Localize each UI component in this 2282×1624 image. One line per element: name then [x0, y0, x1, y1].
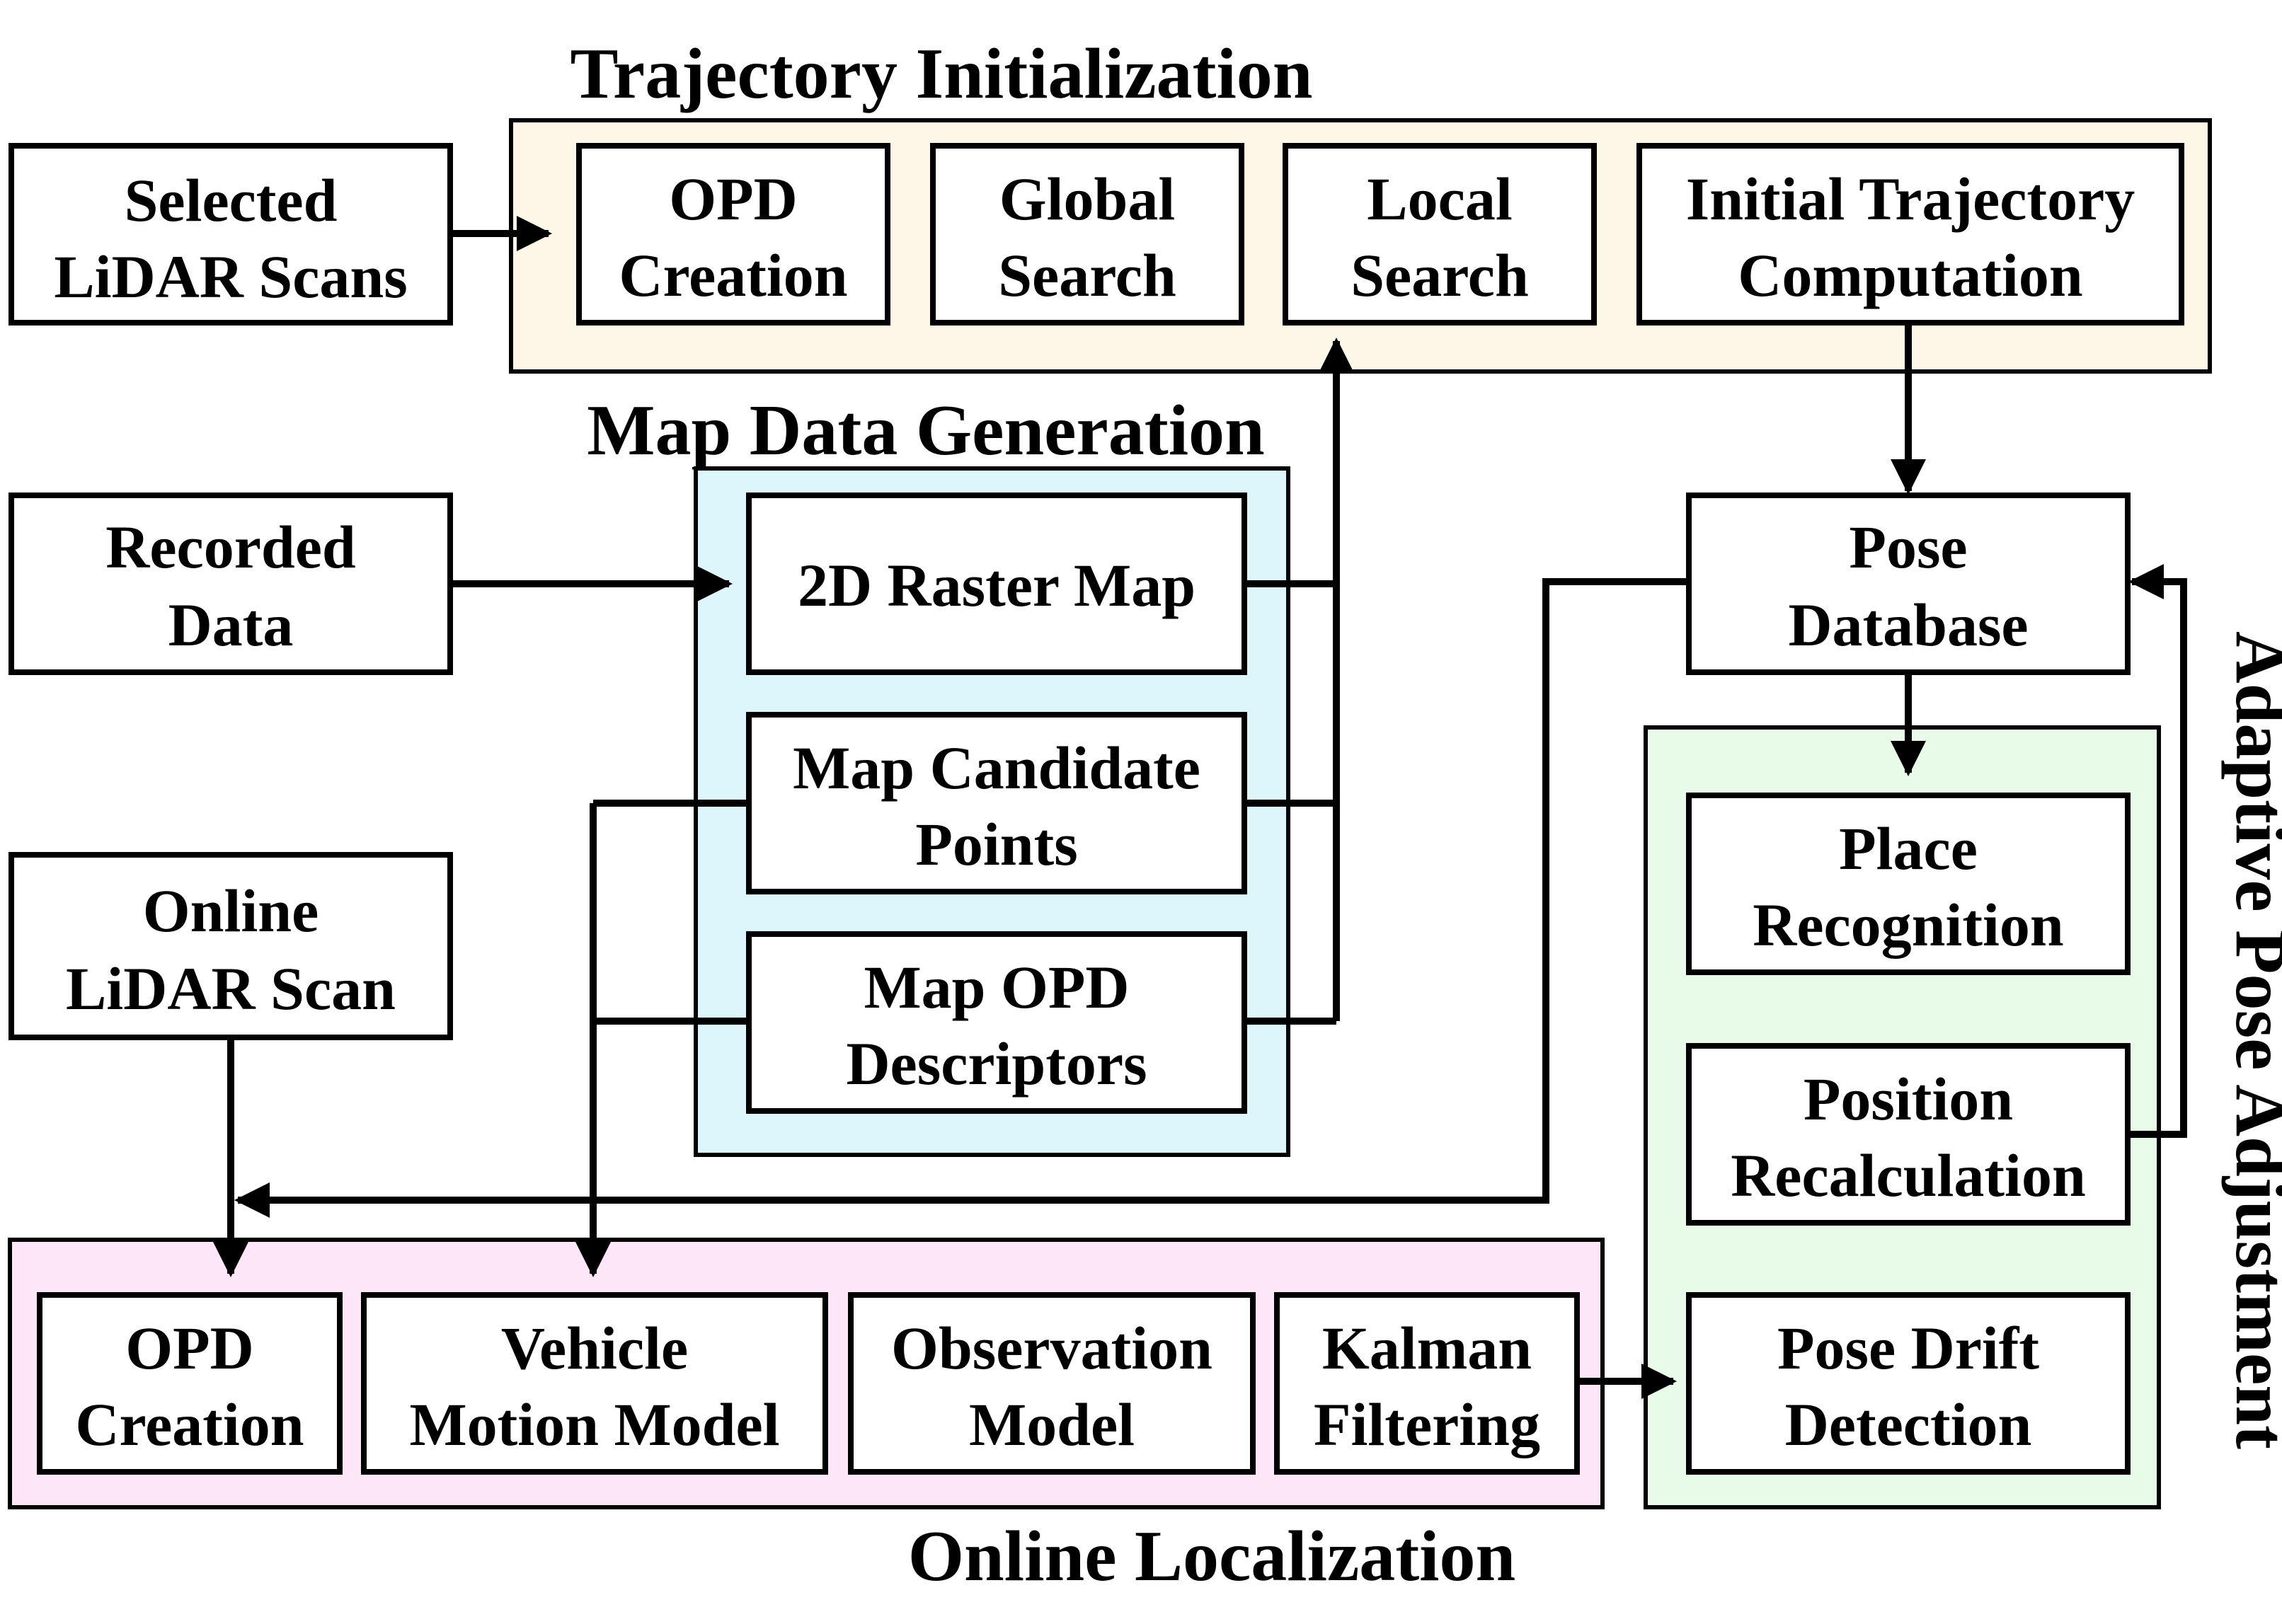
- map-candidate-points-box: [746, 712, 1247, 894]
- position-recalculation-box: [1686, 1043, 2131, 1226]
- selected-lidar-scans-label-line2: LiDAR Scans: [54, 243, 407, 311]
- map-opd-descriptors-box: [746, 931, 1247, 1114]
- observation-model-box: [848, 1292, 1256, 1475]
- raster-map-label: 2D Raster Map: [798, 551, 1196, 619]
- vehicle-motion-model-box: [361, 1292, 828, 1475]
- map-candidate-points-label-line1: Map Candidate: [793, 734, 1200, 802]
- map-candidate-points-label-line2: Points: [915, 810, 1077, 878]
- pose-drift-detection-label-line2: Detection: [1785, 1390, 2032, 1458]
- line-pose-db-to-online: [262, 578, 1689, 1204]
- place-recognition-box: [1686, 793, 2131, 975]
- map-opd-descriptors-label-line2: Descriptors: [846, 1030, 1147, 1098]
- pose-drift-detection-label-line1: Pose Drift: [1777, 1314, 2039, 1382]
- recorded-data-label-line1: Recorded: [105, 513, 355, 581]
- local-search-box: [1283, 143, 1597, 326]
- local-search-label-line2: Search: [1351, 241, 1529, 309]
- opd-creation-online-label-line2: Creation: [75, 1390, 304, 1458]
- global-search-label-line1: Global: [999, 165, 1176, 233]
- selected-lidar-scans-label-line1: Selected: [125, 166, 338, 234]
- global-search-box: [930, 143, 1244, 326]
- initial-trajectory-computation-label-line1: Initial Trajectory: [1686, 165, 2135, 233]
- kalman-filtering-label-line1: Kalman: [1322, 1314, 1532, 1382]
- raster-map-box: [746, 493, 1247, 675]
- vehicle-motion-model-label-line2: Motion Model: [409, 1390, 779, 1458]
- trajectory-initialization-title: Trajectory Initialization: [570, 34, 1312, 114]
- pose-database-label-line1: Pose: [1849, 513, 1967, 581]
- selected-lidar-scans-box: [8, 143, 453, 326]
- adaptive-pose-adjustment-title: Adaptive Pose Adjustment: [2220, 631, 2282, 1449]
- position-recalculation-label-line2: Recalculation: [1731, 1141, 2086, 1209]
- opd-creation-traj-box: [576, 143, 890, 326]
- arrow-position-recalc-to-pose-db: [2128, 564, 2187, 1138]
- pose-database-label-line2: Database: [1788, 591, 2028, 659]
- place-recognition-label-line1: Place: [1839, 814, 1978, 882]
- online-lidar-scan-label-line1: Online: [143, 877, 319, 945]
- online-lidar-scan-label-line2: LiDAR Scan: [66, 955, 396, 1023]
- map-data-generation-title: Map Data Generation: [587, 391, 1265, 471]
- position-recalculation-label-line1: Position: [1804, 1065, 2013, 1133]
- recorded-data-box: [8, 493, 453, 675]
- recorded-data-label-line2: Data: [168, 591, 294, 659]
- place-recognition-label-line2: Recognition: [1753, 891, 2064, 959]
- observation-model-label-line2: Model: [969, 1390, 1135, 1458]
- vehicle-motion-model-label-line1: Vehicle: [501, 1314, 688, 1382]
- initial-trajectory-computation-box: [1636, 143, 2184, 326]
- opd-creation-traj-label-line1: OPD: [669, 165, 798, 233]
- local-search-label-line1: Local: [1367, 165, 1512, 233]
- observation-model-label-line1: Observation: [891, 1314, 1212, 1382]
- opd-creation-online-box: [37, 1292, 343, 1475]
- kalman-filtering-label-line2: Filtering: [1314, 1390, 1540, 1458]
- opd-creation-traj-label-line2: Creation: [619, 241, 847, 309]
- kalman-filtering-box: [1274, 1292, 1580, 1475]
- online-localization-title: Online Localization: [908, 1516, 1516, 1596]
- global-search-label-line2: Search: [998, 241, 1176, 309]
- opd-creation-online-label-line1: OPD: [125, 1314, 254, 1382]
- pose-drift-detection-box: [1686, 1292, 2131, 1475]
- map-opd-descriptors-label-line1: Map OPD: [864, 953, 1129, 1021]
- initial-trajectory-computation-label-line2: Computation: [1738, 241, 2082, 309]
